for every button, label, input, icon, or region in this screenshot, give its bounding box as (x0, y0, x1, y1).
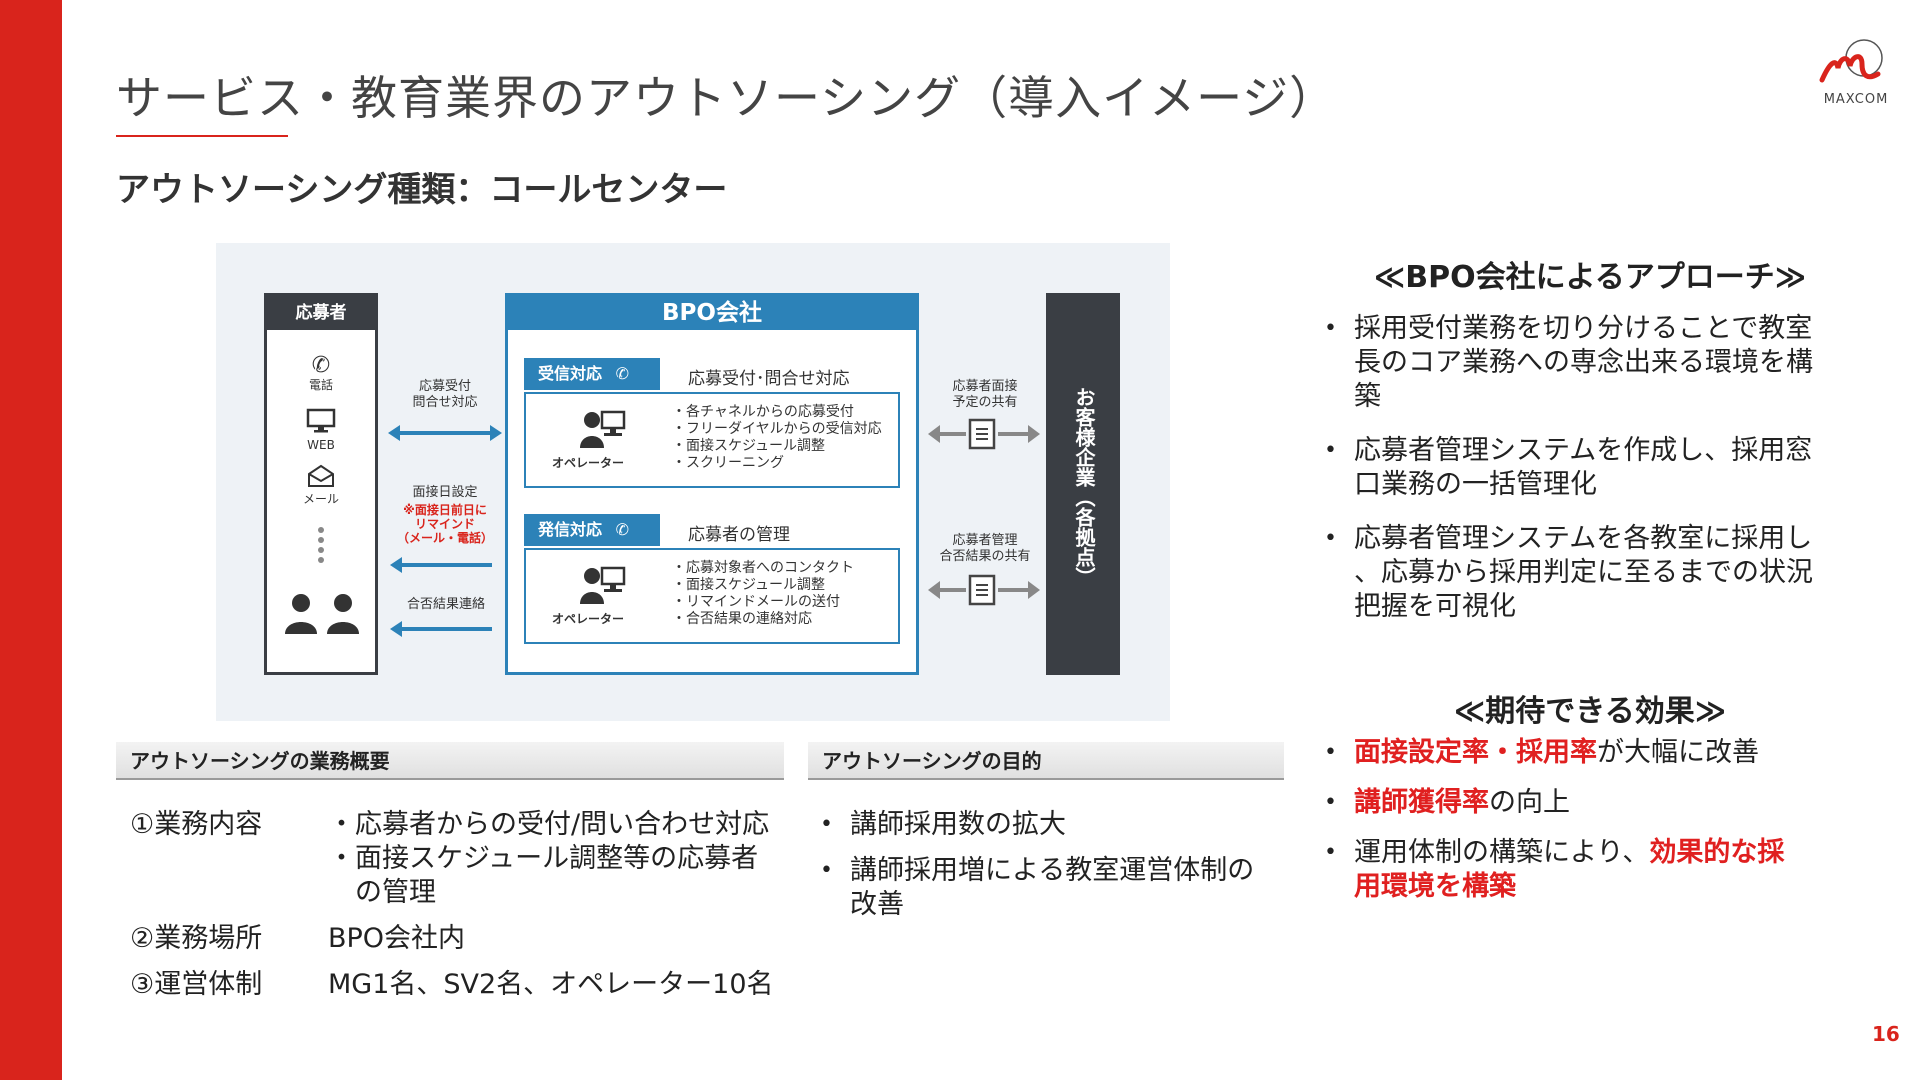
logo-text: MAXCOM (1823, 92, 1889, 107)
interview-label: 面接日設定 (412, 485, 478, 500)
title-underline (116, 135, 288, 137)
operator-label: オペレーター (552, 456, 625, 470)
outbound-title: 応募者の管理 (688, 525, 790, 545)
list-item: 面接スケジュール調整 (672, 438, 882, 455)
share-document-icon (928, 418, 1040, 450)
channel-web: WEB (267, 408, 375, 452)
list-item: 面接設定率・採用率が大幅に改善 (1320, 736, 1880, 770)
channel-label: WEB (307, 438, 335, 452)
approach-header: ≪BPO会社によるアプローチ≫ (1373, 260, 1807, 295)
inbound-box: オペレーター 各チャネルからの応募受付 フリーダイヤルからの受信対応 面接スケジ… (524, 392, 900, 488)
channel-mail: メール (267, 464, 375, 506)
client-company-box: お客様企業（各拠点） (1046, 293, 1120, 675)
list-item: フリーダイヤルからの受信対応 (672, 421, 882, 438)
overview-header: アウトソーシングの業務概要 (116, 742, 784, 780)
operator-icon (580, 410, 626, 448)
call-center-diagram: 応募者 ✆ 電話 WEB メール (216, 243, 1170, 721)
client-label: お客様企業（各拠点） (1072, 387, 1096, 587)
left-accent-bar (0, 0, 62, 1080)
overview-label-3: ③運営体制 (130, 969, 263, 1000)
list-item: 合否結果の連絡対応 (672, 611, 854, 628)
monitor-icon (306, 408, 336, 433)
share-result-label: 応募者管理 合否結果の共有 (939, 533, 1031, 564)
overview-value-2: BPO会社内 (328, 923, 466, 954)
purpose-header: アウトソーシングの目的 (808, 742, 1284, 780)
list-item: 講師採用数の拡大 (816, 808, 1286, 842)
overview-value-3: MG1名、SV2名、オペレーター10名 (328, 969, 774, 1000)
result-label: 合否結果連絡 (406, 597, 485, 612)
overview-value-1c: の管理 (328, 877, 436, 908)
inbound-tag: 受信対応 ✆ (524, 358, 660, 390)
share-document-icon (928, 574, 1040, 606)
bpo-title: BPO会社 (508, 296, 916, 330)
applicant-title: 応募者 (267, 296, 375, 330)
outbound-box: オペレーター 応募対象者へのコンタクト 面接スケジュール調整 リマインドメールの… (524, 548, 900, 644)
share-schedule-label: 応募者面接 予定の共有 (952, 379, 1018, 410)
overview-label-2: ②業務場所 (130, 923, 263, 954)
maxcom-logo-icon (1819, 39, 1883, 83)
list-item: スクリーニング (672, 455, 882, 472)
list-item: 面接スケジュール調整 (672, 577, 854, 594)
applicant-box: 応募者 ✆ 電話 WEB メール (264, 293, 378, 675)
overview-value-1b: ・面接スケジュール調整等の応募者 (328, 843, 759, 874)
phone-icon: ✆ (615, 364, 629, 383)
mail-icon (308, 464, 334, 487)
list-item: 講師獲得率の向上 (1320, 786, 1880, 820)
phone-icon: ✆ (615, 520, 629, 539)
operator-icon (580, 566, 626, 604)
applicants-people-icon (285, 594, 359, 634)
overview-value-1a: ・応募者からの受付/問い合わせ対応 (328, 809, 770, 840)
left-arrow-icon (390, 621, 492, 637)
effects-header: ≪期待できる効果≫ (1453, 694, 1727, 729)
phone-icon: ✆ (311, 353, 331, 378)
outbound-task-list: 応募対象者へのコンタクト 面接スケジュール調整 リマインドメールの送付 合否結果… (672, 560, 854, 628)
remind-note: ※面接日前日に リマインド （メール・電話） (396, 503, 493, 545)
reception-label: 応募受付 問合せ対応 (412, 379, 478, 410)
overview-label-1: ①業務内容 (130, 809, 263, 840)
inbound-title: 応募受付･問合せ対応 (688, 369, 850, 389)
operator-label: オペレーター (552, 612, 625, 626)
list-item: リマインドメールの送付 (672, 594, 854, 611)
list-item: 応募対象者へのコンタクト (672, 560, 854, 577)
double-arrow-icon (388, 425, 502, 441)
channel-label: 電話 (308, 378, 333, 392)
page-title: サービス・教育業界のアウトソーシング（導入イメージ） (116, 71, 1337, 125)
list-item: 各チャネルからの応募受付 (672, 404, 882, 421)
bpo-company-box: BPO会社 受信対応 ✆ 応募受付･問合せ対応 オペレーター 各チャネルからの応… (505, 293, 919, 675)
page-number: 16 (1872, 1022, 1900, 1046)
left-arrow-icon (390, 557, 492, 573)
effects-list: 面接設定率・採用率が大幅に改善 講師獲得率の向上 運用体制の構築により、効果的な… (1320, 736, 1880, 924)
channel-phone: ✆ 電話 (267, 353, 375, 393)
channel-label: メール (302, 492, 339, 506)
outbound-tag: 発信対応 ✆ (524, 514, 660, 546)
inbound-task-list: 各チャネルからの応募受付 フリーダイヤルからの受信対応 面接スケジュール調整 ス… (672, 404, 882, 472)
more-dots-icon (318, 527, 324, 563)
page-subtitle: アウトソーシング種類：コールセンター (116, 170, 728, 210)
